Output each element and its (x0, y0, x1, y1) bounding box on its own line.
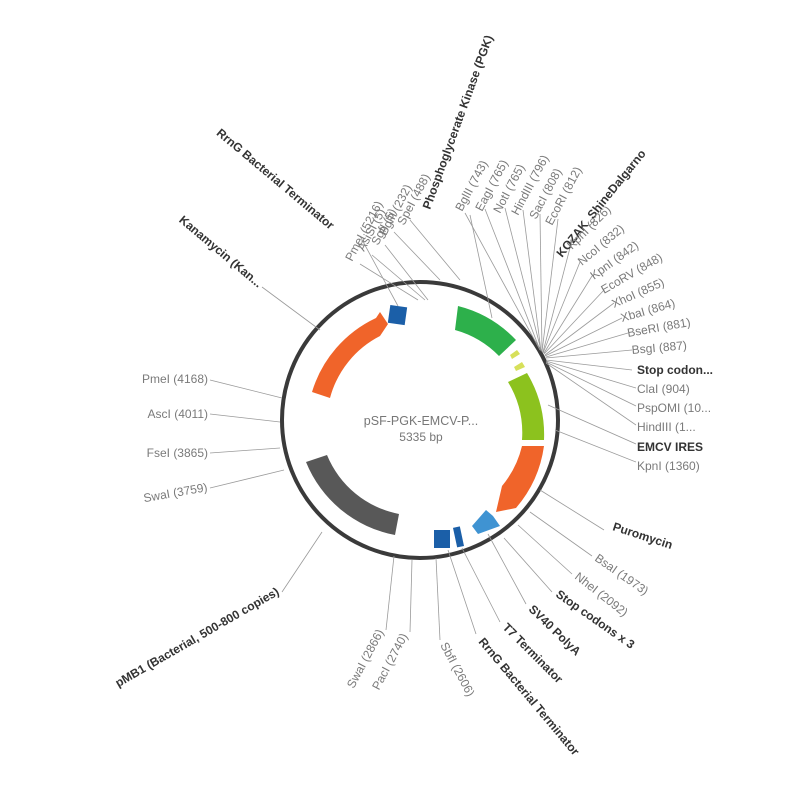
leader-hindiii-1 (545, 362, 637, 426)
site-labels: Phosphoglycerate Kinase (PGK)KOZAK_Shine… (113, 33, 713, 758)
leader-clai (545, 360, 637, 389)
leader-kan (261, 286, 321, 331)
leader-cluster-2 (484, 208, 541, 351)
site-label-42: AscI (4011) (148, 407, 208, 421)
leader-cluster-9 (543, 275, 593, 354)
feature-label-10: Kanamycin (Kan... (176, 213, 265, 291)
kozak-feature[interactable] (510, 350, 520, 359)
site-label-32: PspOMI (10... (637, 401, 711, 415)
feature-label-9: pMB1 (Bacterial, 500-800 copies) (113, 584, 282, 689)
t7-terminator-feature[interactable] (452, 526, 464, 548)
site-label-41: FseI (3865) (147, 446, 208, 460)
leader-sbfi (435, 557, 441, 641)
feature-label-11: RrnG Bacterial Terminator (214, 126, 338, 233)
site-label-37: SbfI (2606) (437, 640, 477, 699)
leader-sgfi (384, 244, 429, 301)
site-label-30: BsgI (887) (631, 338, 687, 357)
stop-codon-feature[interactable] (514, 362, 525, 371)
leader-swai-2866 (385, 555, 395, 631)
plasmid-size: 5335 bp (399, 430, 443, 444)
leader-pgk (469, 214, 493, 319)
kanamycin-feature[interactable] (312, 312, 388, 398)
leader-cluster-14 (545, 349, 633, 359)
leader-sv40 (487, 533, 527, 605)
feature-label-2: Stop codon... (637, 363, 713, 377)
site-label-43: PmeI (4168) (142, 372, 208, 386)
leader-kpni-1360 (554, 429, 637, 463)
leader-cluster-10 (543, 289, 605, 355)
leader-bglii-232 (393, 231, 441, 281)
site-label-31: ClaI (904) (637, 382, 690, 396)
plasmid-backbone (280, 280, 560, 560)
leader-cluster-11 (544, 302, 615, 356)
leader-pspomi (545, 361, 637, 407)
leader-cluster-7 (542, 239, 573, 353)
site-label-40: SwaI (3759) (142, 480, 208, 505)
sv40-polya-feature[interactable] (472, 510, 500, 534)
leader-t7 (461, 547, 501, 623)
leader-cluster-8 (542, 261, 581, 354)
leader-cluster-4 (522, 209, 542, 352)
leader-fsei (209, 447, 281, 454)
leader-nhei (517, 524, 573, 575)
leader-cluster-1 (464, 212, 541, 351)
feature-label-4: Puromycin (611, 520, 674, 552)
leader-cluster-5 (539, 213, 543, 352)
leader-paci (409, 559, 413, 633)
leader-asisi (371, 254, 426, 301)
leader-rrng-top (359, 235, 399, 307)
leader-emcv (547, 404, 637, 445)
leader-cluster-12 (544, 317, 623, 357)
site-label-33: HindIII (1... (637, 420, 696, 434)
leader-asci (209, 413, 281, 423)
leader-pmei-5216 (359, 263, 419, 301)
leader-stops3 (503, 537, 553, 593)
pmb1-origin-feature[interactable] (306, 455, 399, 535)
emcv-ires-feature[interactable] (508, 373, 545, 440)
puromycin-feature[interactable] (496, 446, 544, 512)
rrng-terminator-bottom-feature[interactable] (434, 530, 450, 548)
leader-cluster-3 (504, 207, 542, 351)
leader-cluster-13 (545, 332, 629, 358)
leader-stopcodon (545, 359, 633, 371)
site-label-34: KpnI (1360) (637, 459, 700, 473)
plasmid-name: pSF-PGK-EMCV-P... (364, 414, 478, 428)
rrng-terminator-top-feature[interactable] (387, 304, 408, 326)
leader-pmei-4168 (209, 379, 283, 399)
leader-rrng-bottom (447, 549, 477, 635)
leader-puro (539, 489, 605, 531)
leader-bsai (529, 511, 593, 557)
feature-label-3: EMCV IRES (637, 440, 703, 454)
leader-lines (209, 207, 637, 641)
leader-swai-3759 (209, 469, 285, 489)
leader-spei (409, 219, 461, 281)
leader-pmb1 (281, 531, 323, 593)
leader-cluster-6 (541, 218, 559, 353)
pgk-promoter-feature[interactable] (455, 306, 516, 356)
